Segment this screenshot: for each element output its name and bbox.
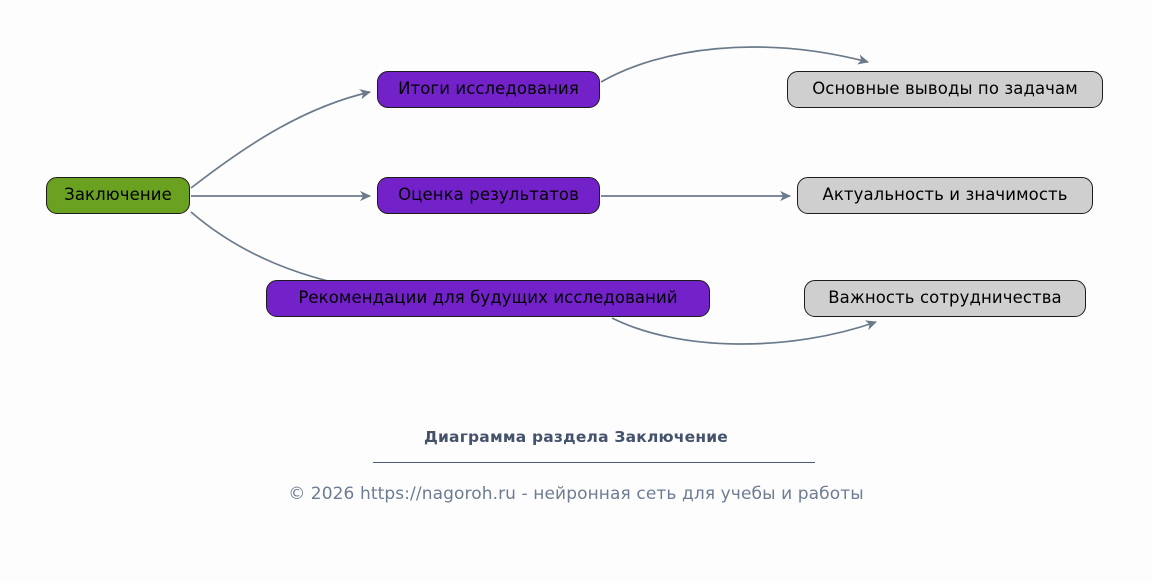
node-vazhnost-sotrudnichestva[interactable]: Важность сотрудничества bbox=[804, 280, 1086, 317]
node-ocenka-rezultatov[interactable]: Оценка результатов bbox=[377, 177, 600, 214]
edge-root-to-itogi bbox=[190, 89, 371, 189]
node-rekomendacii-dlya-budushchih-issledovaniy[interactable]: Рекомендации для будущих исследований bbox=[266, 280, 710, 317]
node-label: Важность сотрудничества bbox=[828, 288, 1062, 308]
node-label: Заключение bbox=[64, 185, 172, 205]
copyright-notice: © 2026 https://nagoroh.ru - нейронная се… bbox=[288, 484, 864, 504]
edge-rekomendacii-to-vazhnost bbox=[611, 317, 877, 345]
node-label: Оценка результатов bbox=[398, 185, 579, 205]
node-label: Рекомендации для будущих исследований bbox=[298, 288, 678, 308]
node-label: Итоги исследования bbox=[398, 79, 579, 99]
node-label: Основные выводы по задачам bbox=[812, 79, 1078, 99]
diagram-caption: Диаграмма раздела Заключение bbox=[423, 428, 729, 446]
node-label: Актуальность и значимость bbox=[822, 185, 1068, 205]
node-zaklyuchenie[interactable]: Заключение bbox=[46, 177, 190, 214]
flowchart-canvas: Заключение Итоги исследования Оценка рез… bbox=[46, 46, 1103, 345]
page-footer: Диаграмма раздела Заключение © 2026 http… bbox=[0, 400, 1152, 582]
node-osnovnye-vyvody-po-zadacham[interactable]: Основные выводы по задачам bbox=[787, 71, 1103, 108]
node-itogi-issledovaniya[interactable]: Итоги исследования bbox=[377, 71, 600, 108]
footer-divider bbox=[373, 462, 815, 464]
node-aktualnost-i-znachimost[interactable]: Актуальность и значимость bbox=[797, 177, 1093, 214]
